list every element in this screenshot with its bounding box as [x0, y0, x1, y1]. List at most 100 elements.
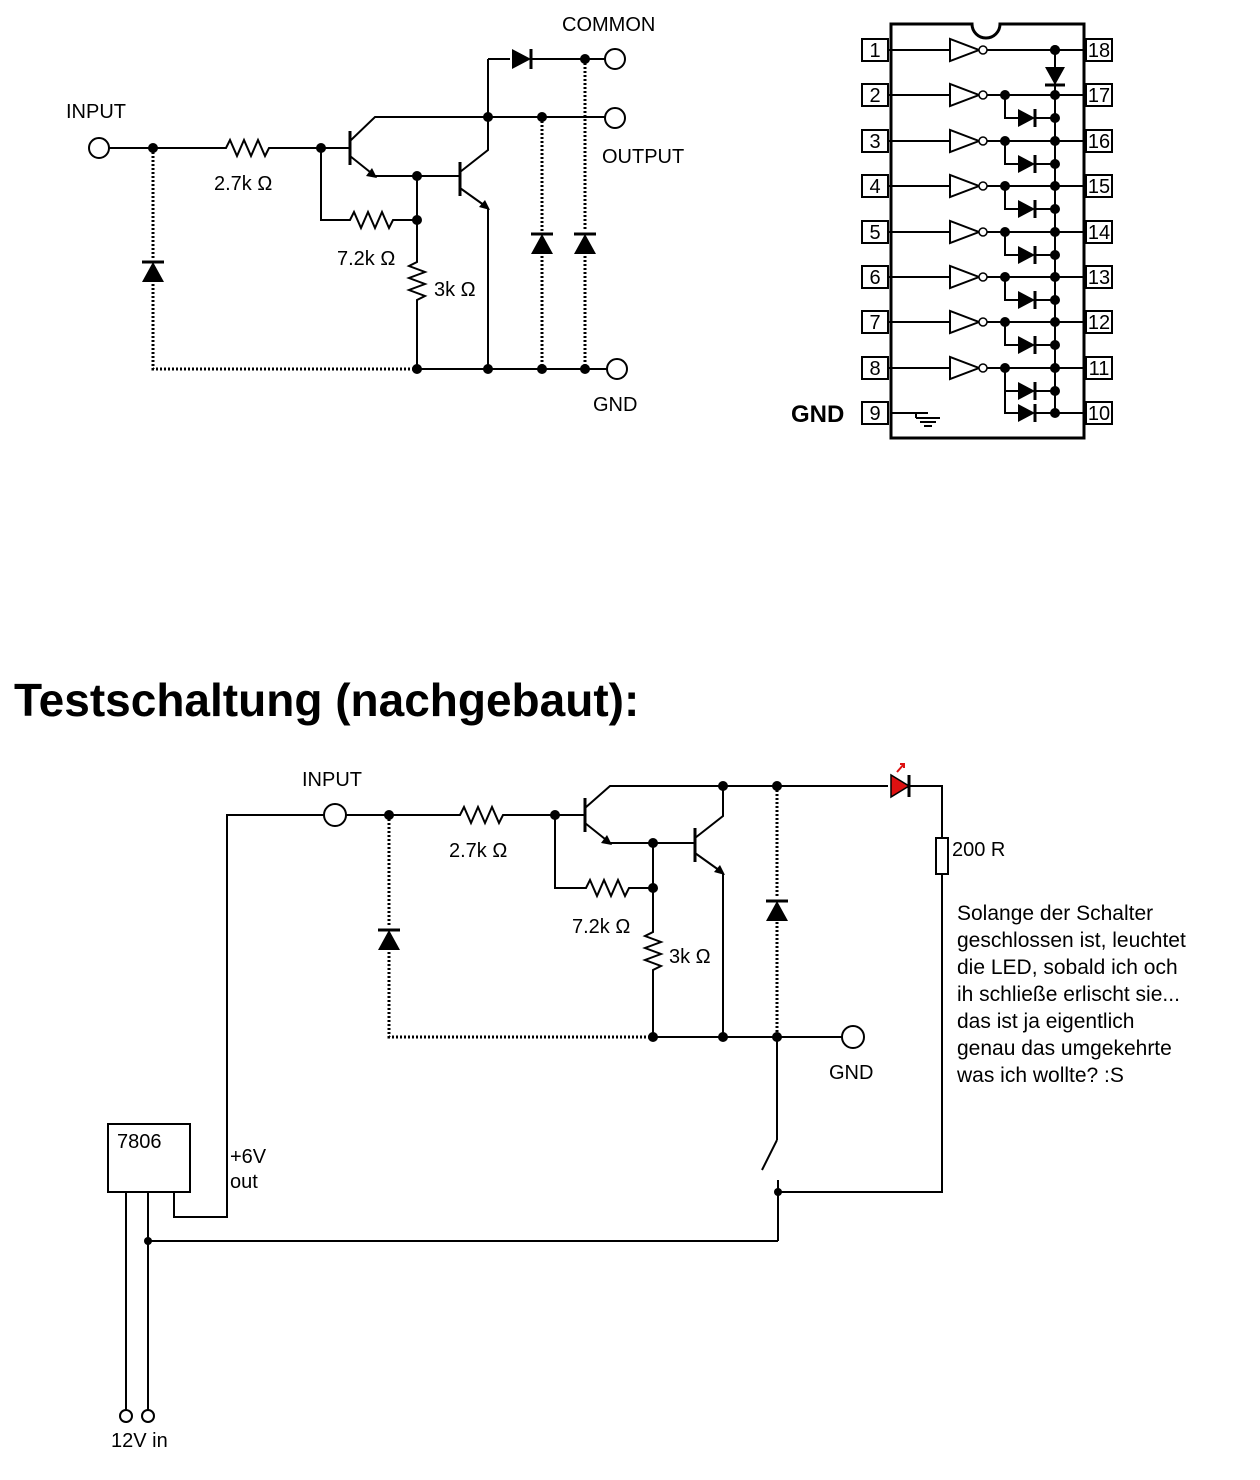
inverter-bubble	[978, 136, 988, 146]
inverter-bubble	[978, 272, 988, 282]
inverter-icon	[949, 219, 982, 245]
common-diode-icon	[510, 47, 533, 71]
test-resistor-3k	[642, 843, 664, 1037]
pin-number-16: 16	[1088, 131, 1110, 153]
led-icon	[890, 763, 911, 799]
test-q2-collector	[694, 786, 724, 839]
pin-box	[861, 401, 889, 425]
pin-number-9: 9	[869, 403, 880, 425]
input-wire	[109, 137, 321, 159]
pin-number-2: 2	[869, 85, 880, 107]
clamp-diode-wire	[1004, 368, 1055, 414]
regulator-out-label-2: out	[230, 1171, 258, 1193]
switch-lever	[761, 1139, 778, 1171]
junction-dot	[774, 1188, 782, 1196]
supply-wires	[125, 1192, 149, 1410]
clamp-diode-icon	[1018, 382, 1035, 400]
ground-symbol-icon	[891, 412, 940, 427]
clamp-diode-icon	[1018, 246, 1035, 264]
pin-number-11: 11	[1089, 358, 1110, 380]
q1-collector	[349, 116, 488, 142]
common-terminal	[604, 48, 626, 70]
test-q1-collector	[584, 785, 723, 809]
pin-number-3: 3	[869, 131, 880, 153]
inverter-icon	[949, 264, 982, 290]
pin-number-8: 8	[869, 358, 880, 380]
pin-number-1: 1	[869, 40, 880, 62]
clamp-diode-icon	[1018, 404, 1035, 422]
clamp-diode-icon	[1018, 155, 1035, 173]
pin-number-5: 5	[869, 222, 880, 244]
pin-number-14: 14	[1088, 222, 1110, 244]
regulator-label: 7806	[117, 1131, 162, 1153]
supply-terminal-negative	[141, 1409, 155, 1423]
comment-note: Solange der Schalter geschlossen ist, le…	[957, 902, 1186, 1087]
test-input-label: INPUT	[302, 769, 362, 791]
resistor-200r	[935, 837, 949, 875]
test-gnd-label: GND	[829, 1062, 873, 1084]
pin-number-18: 18	[1088, 40, 1110, 62]
junction-dot	[580, 364, 590, 374]
junction-dot	[718, 1032, 728, 1042]
clamp-diode-icon	[1018, 291, 1035, 309]
junction-dot	[412, 364, 422, 374]
q1-emitter-arrow-icon	[366, 168, 377, 178]
test-input-clamp-diode-icon	[376, 928, 402, 952]
input-label: INPUT	[66, 101, 126, 123]
pin-number-10: 10	[1088, 403, 1110, 425]
input-clamp-wire	[151, 148, 417, 371]
top-schematic: COMMON INPUT OUTPUT GND 2.7k Ω 7.2k Ω 3k…	[66, 14, 684, 416]
clamp-diode-icon	[1018, 109, 1035, 127]
test-resistor-2k7-label: 2.7k Ω	[449, 840, 507, 862]
output-label: OUTPUT	[602, 146, 684, 168]
ic-gnd-label: GND	[791, 401, 844, 428]
pin-number-17: 17	[1088, 85, 1110, 107]
q2-emitter-arrow-icon	[479, 200, 490, 210]
test-input-terminal	[323, 803, 347, 827]
common-label: COMMON	[562, 14, 655, 36]
q2-collector	[459, 59, 489, 173]
clamp-diode-icon	[1018, 336, 1035, 354]
inverter-icon	[949, 82, 982, 108]
gnd-terminal	[606, 358, 628, 380]
resistor-3k	[406, 176, 428, 369]
plus6v-wire	[173, 814, 324, 1218]
page-title: Testschaltung (nachgebaut):	[14, 674, 639, 726]
pin-number-15: 15	[1088, 176, 1110, 198]
test-resistor-3k-label: 3k Ω	[669, 946, 711, 968]
inverter-bubble	[978, 317, 988, 327]
resistor-7k2-label: 7.2k Ω	[337, 248, 395, 270]
regulator-out-label: +6V	[230, 1146, 267, 1168]
input-terminal	[88, 137, 110, 159]
inverter-icon	[949, 128, 982, 154]
gnd-label: GND	[593, 394, 637, 416]
resistor-7k2	[320, 148, 417, 231]
resistor-3k-label: 3k Ω	[434, 279, 476, 301]
test-input-clamp-wire	[387, 815, 653, 1039]
junction-dot	[1050, 45, 1060, 55]
pin-number-4: 4	[869, 176, 880, 198]
inverter-icon	[949, 355, 982, 381]
test-resistor-7k2-label: 7.2k Ω	[572, 916, 630, 938]
clamp-diode-icon	[1018, 200, 1035, 218]
supply-terminal-positive	[119, 1409, 133, 1423]
inverter-bubble	[978, 363, 988, 373]
clamp-diode-icon	[572, 232, 598, 256]
pin-number-13: 13	[1088, 267, 1110, 289]
led-wire	[723, 785, 943, 838]
test-q2-emitter-arrow-icon	[714, 865, 725, 875]
inverter-icon	[949, 173, 982, 199]
resistor-200r-label: 200 R	[952, 839, 1005, 861]
resistor-return-wire	[778, 874, 943, 1193]
test-q1-emitter-arrow-icon	[601, 835, 612, 845]
inverter-bubble	[978, 45, 988, 55]
supply-label: 12V in	[111, 1430, 168, 1452]
parasitic-diode-icon	[529, 232, 555, 256]
inverter-bubble	[978, 227, 988, 237]
pin-number-7: 7	[869, 312, 880, 334]
test-clamp-diode-icon	[764, 899, 790, 923]
output-terminal	[604, 107, 626, 129]
inverter-icon	[949, 309, 982, 335]
